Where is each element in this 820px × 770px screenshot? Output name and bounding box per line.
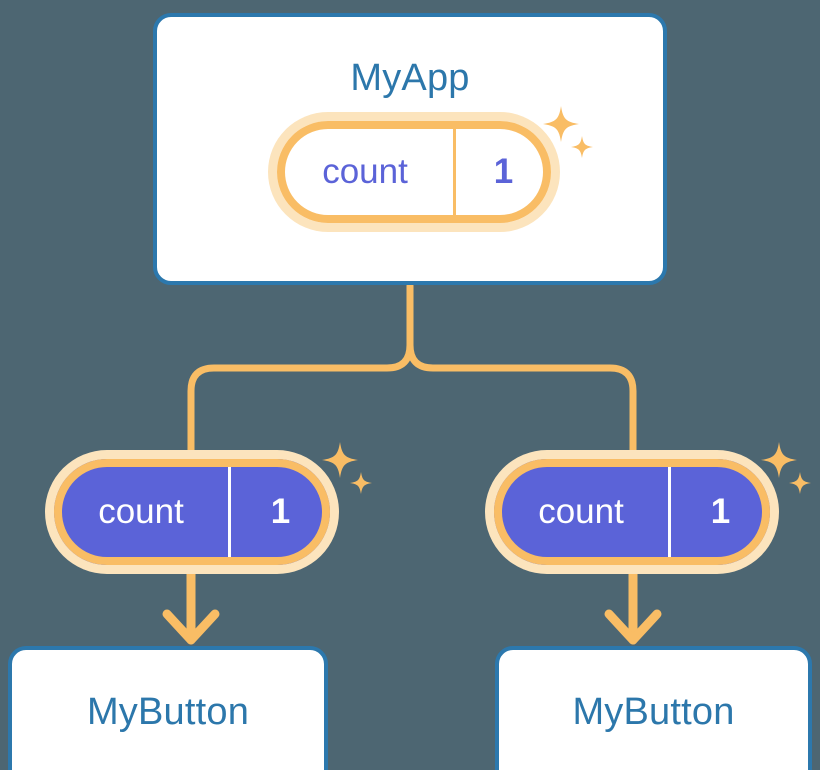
state-key: count <box>98 492 184 531</box>
state-key: count <box>322 152 408 191</box>
mybutton-card-right[interactable]: MyButton <box>495 646 812 770</box>
state-value: 1 <box>493 152 514 191</box>
state-pill-child-left[interactable]: count 1 <box>45 450 339 574</box>
pill-inner: count 1 <box>494 459 770 565</box>
mybutton-card-label: MyButton <box>572 691 735 733</box>
arrow-down-icon-left <box>162 568 220 645</box>
tree-branch-connector <box>187 282 414 454</box>
state-pill-myapp[interactable]: count 1 <box>268 112 560 232</box>
pill-divider <box>668 459 671 565</box>
pill-inner: count 1 <box>54 459 330 565</box>
page-title: MyApp <box>350 57 470 99</box>
pill-divider <box>228 459 231 565</box>
mybutton-card-label: MyButton <box>86 691 250 733</box>
arrow-down-icon-right <box>604 568 662 645</box>
state-value: 1 <box>710 492 731 531</box>
state-pill-child-right[interactable]: count 1 <box>485 450 779 574</box>
tree-branch-connector-right <box>406 282 637 454</box>
state-key: count <box>538 492 624 531</box>
pill-inner: count 1 <box>277 121 551 223</box>
mybutton-card-left[interactable]: MyButton <box>8 646 328 770</box>
pill-divider <box>453 121 456 223</box>
state-value: 1 <box>270 492 291 531</box>
